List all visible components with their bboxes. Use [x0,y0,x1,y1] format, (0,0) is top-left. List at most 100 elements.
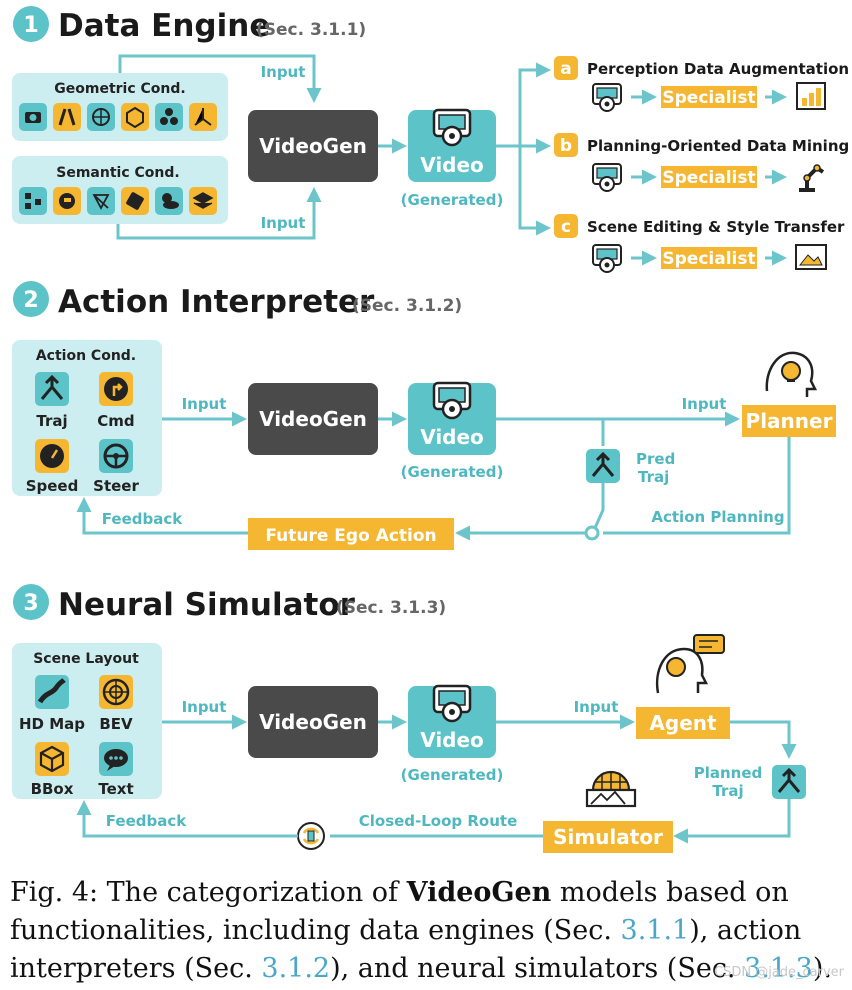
cond-label-steer: Steer [93,477,139,495]
caption-ref-3[interactable]: 3.1.3 [744,953,813,984]
road-icon [53,103,81,131]
caption-mid3: ), and neural simulators (Sec. [330,953,745,984]
scene-layout-title: Scene Layout [33,651,139,667]
future-ego-action-label: Future Ego Action [265,526,436,546]
coordinate-axes-icon [189,103,217,131]
planner-label: Planner [746,409,833,433]
geometric-input-label: Input [261,63,306,81]
agent-head-icon [655,634,725,694]
section-ref: (Sec. 3.1.2) [352,296,462,316]
caption-ref-1[interactable]: 3.1.1 [620,915,690,946]
simulator-box [543,821,673,853]
fanout-arrow-a [518,62,551,146]
future-ego-action-box [248,518,454,550]
videogen-label: VideoGen [259,710,367,734]
nodes-icon [155,103,183,131]
cond-label-speed: Speed [26,477,79,495]
caption-ref-2[interactable]: 3.1.2 [261,953,331,984]
specialist-box [661,166,757,188]
switch-node [584,525,600,541]
chat-bubble-icon [99,742,133,776]
recycle-icon [297,822,325,850]
agent-box [636,707,730,739]
section-number: 2 [23,288,38,313]
videogen-box [248,383,378,455]
layout-label-bev: BEV [99,715,133,733]
videogen-label: VideoGen [259,134,367,158]
task-letter: c [561,217,571,237]
qr-pixels-icon [19,187,47,215]
network-icon [87,187,115,215]
caption-bold: VideoGen [406,877,552,908]
task-letter-badge [554,133,578,157]
feedback-label: Feedback [102,510,183,528]
video-label: Video [420,425,484,449]
caption-mid2: ), action interpreters (Sec. [10,915,802,984]
section-number-badge [13,281,49,317]
pred-traj-label-line1: Pred [636,450,675,468]
action-planning-line [603,437,791,535]
closed-loop-label: Closed-Loop Route [359,812,518,830]
task-b: b Planning-Oriented Data Mining Speciali… [554,133,849,192]
video-label: Video [420,153,484,177]
cube-icon [35,742,69,776]
section-data-engine: 1 Data Engine (Sec. 3.1.1) Geometric Con… [12,6,849,273]
agent-input-label: Input [574,698,619,716]
task-letter-badge [554,214,578,238]
pred-traj-label-line2: Traj [638,468,669,486]
section-title: Action Interpreter [58,284,375,320]
task-letter: a [560,59,571,79]
caption-suffix: ). [812,953,832,984]
video-label: Video [420,728,484,752]
task-label: Perception Data Augmentation [587,60,849,78]
task-a: a Perception Data Augmentation Specialis… [554,56,849,112]
traj-to-simulator-arrow [673,799,791,844]
semantic-input-label: Input [261,214,306,232]
mini-video-icon [592,83,622,112]
radar-icon [87,103,115,131]
section-ref: (Sec. 3.1.1) [256,20,366,40]
mini-video-icon [592,244,622,273]
cond-input-label: Input [182,395,227,413]
steering-wheel-icon [99,439,133,473]
action-planning-label: Action Planning [651,508,784,526]
caption-mid1: models based on functionalities, includi… [10,877,789,946]
task-label: Planning-Oriented Data Mining [587,137,849,155]
layout-label-hdmap: HD Map [19,715,85,733]
layout-input-label: Input [182,698,227,716]
semantic-input-arrow [116,187,322,240]
specialist-label: Specialist [662,249,755,269]
task-letter-badge [554,56,578,80]
mini-video-icon [592,163,622,192]
layout-label-bbox: BBox [31,780,74,798]
figure-caption: Fig. 4: The categorization of VideoGen m… [10,874,846,988]
specialist-label: Specialist [662,168,755,188]
tags-icon [121,187,149,215]
pred-traj-icon [586,449,620,483]
video-generated-label: (Generated) [401,191,504,209]
section-number: 3 [23,591,38,616]
action-switch [593,483,605,529]
caption-prefix: Fig. 4: The categorization of [10,877,407,908]
task-label: Scene Editing & Style Transfer [587,218,845,236]
cond-label-traj: Traj [36,412,67,430]
section-title: Neural Simulator [58,587,356,623]
section-number-badge [13,6,49,42]
specialist-label: Specialist [662,88,755,108]
semantic-cond-title: Semantic Cond. [56,165,179,181]
layers-icon [189,187,217,215]
videogen-box [248,110,378,182]
planner-box [742,405,836,437]
cond-label-cmd: Cmd [97,412,134,430]
section-neural-simulator: 3 Neural Simulator (Sec. 3.1.3) Scene La… [12,584,806,853]
turn-sign-icon [99,372,133,406]
robot-arm-icon [799,164,825,192]
task-c: c Scene Editing & Style Transfer Special… [554,214,845,273]
action-cond-title: Action Cond. [36,348,136,364]
fanout-arrow-c [518,146,551,236]
simulator-label: Simulator [553,825,663,849]
feedback-arrow [76,800,298,838]
planned-traj-label-line1: Planned [694,764,763,782]
videogen-label: VideoGen [259,407,367,431]
watermark: CSDN @jade_carver [714,965,845,980]
